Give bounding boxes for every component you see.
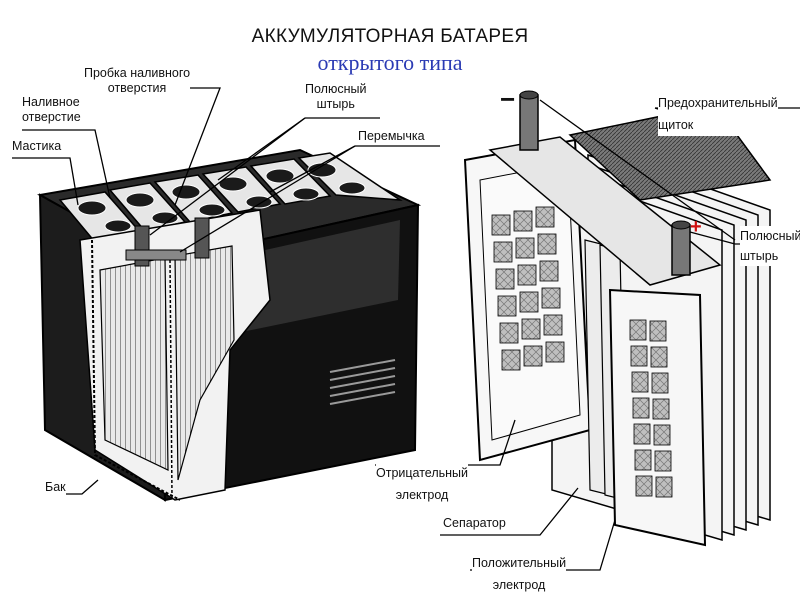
minus-sign: − bbox=[500, 84, 515, 115]
label-negative-electrode: Отрицательный электрод bbox=[376, 462, 468, 506]
label-filler-hole: Наливное отверстие bbox=[22, 95, 81, 125]
label-positive-electrode: Положительный электрод bbox=[472, 552, 566, 596]
label-mastic: Мастика bbox=[12, 139, 61, 154]
negative-terminal bbox=[520, 91, 538, 150]
label-protective-shield: Предохранительный щиток bbox=[658, 92, 778, 136]
label-terminal-right: Полюсный штырь bbox=[740, 226, 800, 266]
diagram-title: АККУМУЛЯТОРНАЯ БАТАРЕЯ bbox=[0, 26, 790, 48]
label-jumper: Перемычка bbox=[358, 129, 425, 144]
label-terminal-left: Полюсный штырь bbox=[305, 82, 366, 112]
battery-case bbox=[40, 150, 418, 500]
positive-terminal bbox=[672, 221, 690, 275]
electrode-block bbox=[465, 91, 770, 545]
plus-sign: + bbox=[690, 216, 702, 239]
label-tank: Бак bbox=[45, 480, 66, 495]
label-filler-plug: Пробка наливного отверстия bbox=[84, 66, 190, 96]
label-separator: Сепаратор bbox=[443, 516, 506, 531]
